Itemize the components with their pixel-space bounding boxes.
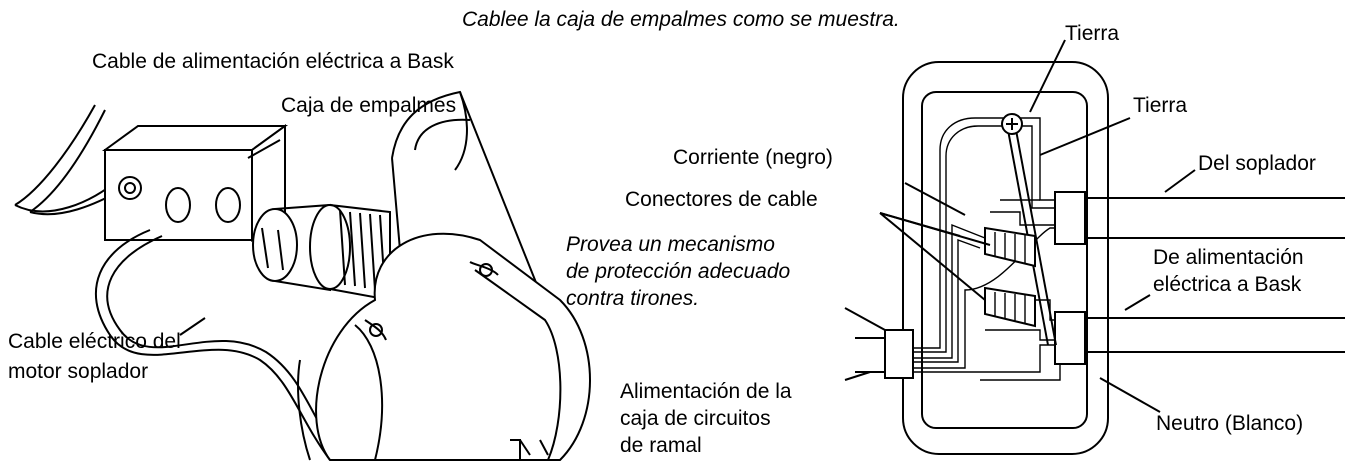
leader-from-blower: [1164, 169, 1196, 193]
leader-junction-box: [247, 139, 281, 159]
leader-ground-top: [1029, 39, 1066, 113]
label-junction-box: Caja de empalmes: [281, 94, 457, 117]
label-motor-cable-2: motor soplador: [8, 360, 149, 383]
label-ground-top: Tierra: [1065, 22, 1120, 45]
label-motor-cable-1: Cable eléctrico del: [8, 330, 181, 353]
label-power-cable: Cable de alimentación eléctrica a Bask: [92, 50, 454, 73]
label-power-bask-1: De alimentación: [1153, 246, 1304, 269]
leader-strain-relief: [844, 307, 886, 331]
leader-ground-right: [1039, 117, 1131, 156]
leader-power-bask: [1124, 294, 1151, 311]
blower-motor: [252, 90, 591, 461]
label-wire-connectors: Conectores de cable: [625, 188, 818, 211]
wire-connectors: [984, 226, 1036, 328]
label-power-bask-2: eléctrica a Bask: [1153, 273, 1302, 296]
leader-connectors-2: [879, 212, 986, 301]
motor-cable: [94, 229, 331, 461]
leader-hot: [904, 182, 966, 216]
leader-branch-power: [844, 371, 871, 381]
leader-connectors-3: [879, 212, 961, 237]
label-neutral-white: Neutro (Blanco): [1156, 412, 1304, 435]
label-branch-power-2: caja de circuitos: [620, 407, 771, 430]
label-strain-relief-2: de protección adecuado: [566, 260, 791, 283]
label-branch-power-1: Alimentación de la: [620, 380, 792, 403]
left-illustration: [14, 90, 591, 461]
label-branch-power-3: de ramal: [620, 434, 702, 457]
leader-motor-cable: [179, 317, 206, 336]
right-illustration: [844, 39, 1345, 455]
label-hot-black: Corriente (negro): [673, 146, 833, 169]
label-strain-relief-1: Provea un mecanismo: [566, 233, 775, 256]
junction-box: [101, 124, 289, 243]
label-ground-right: Tierra: [1133, 94, 1188, 117]
label-strain-relief-3: contra tirones.: [566, 287, 700, 310]
label-from-blower: Del soplador: [1198, 152, 1316, 175]
leader-neutral: [1099, 377, 1161, 413]
junction-box-outline: [902, 61, 1109, 455]
instruction-text: Cablee la caja de empalmes como se muest…: [462, 8, 900, 31]
power-cable: [14, 104, 96, 206]
